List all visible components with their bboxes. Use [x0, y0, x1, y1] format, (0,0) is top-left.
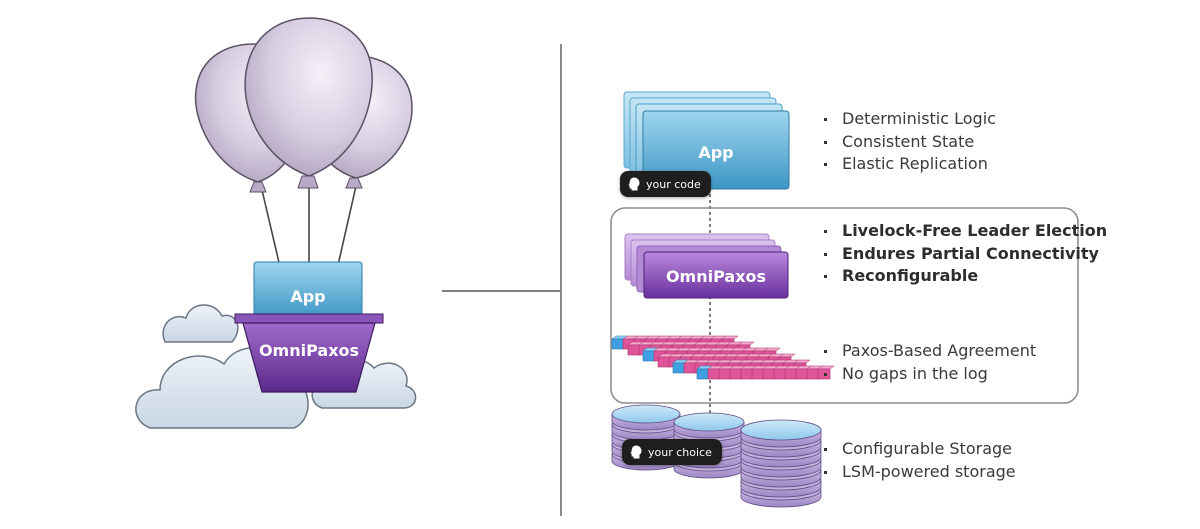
replicated-log [611, 335, 835, 380]
disk-platter-top [740, 419, 822, 441]
feature-item: No gaps in the log [822, 363, 1036, 386]
cloud-left-small [162, 304, 239, 343]
log-entry-cube [672, 362, 686, 374]
feature-item: Reconfigurable [822, 265, 1107, 288]
feature-item: Livelock-Free Leader Election [822, 220, 1107, 243]
app-stack-label: App [698, 143, 733, 162]
storage-features: Configurable Storage LSM-powered storage [822, 438, 1016, 483]
omnipaxos-stack-label: OmniPaxos [666, 267, 766, 286]
log-entry-cube [718, 368, 732, 380]
feature-item: LSM-powered storage [822, 461, 1016, 484]
log-entry-cube [795, 368, 809, 380]
log-entry-cube [657, 356, 671, 368]
log-entry-cube [611, 338, 625, 350]
balloon-center [244, 17, 373, 189]
feature-item: Elastic Replication [822, 153, 996, 176]
log-entry-cube [729, 368, 743, 380]
log-entry-cube [683, 362, 697, 374]
disk-platter-top [673, 412, 745, 432]
disk-platter-top [611, 404, 681, 424]
log-entry-cube [806, 368, 820, 380]
log-entry-cube [642, 350, 656, 362]
log-entry-cube [784, 368, 798, 380]
feature-item: Configurable Storage [822, 438, 1016, 461]
balloon-basket: OmniPaxos [234, 313, 384, 393]
your-choice-tag: your choice [622, 439, 722, 465]
app-stack: App [623, 91, 790, 190]
feature-item: Deterministic Logic [822, 108, 996, 131]
app-features: Deterministic Logic Consistent State Ela… [822, 108, 996, 176]
feature-item: Consistent State [822, 131, 996, 154]
head-icon [630, 445, 642, 459]
log-entry-cube [751, 368, 765, 380]
omnipaxos-container [610, 207, 1079, 404]
feature-item: Paxos-Based Agreement [822, 340, 1036, 363]
feature-item: Endures Partial Connectivity [822, 243, 1107, 266]
log-entry-cube [696, 368, 710, 380]
log-features: Paxos-Based Agreement No gaps in the log [822, 340, 1036, 385]
log-entry-cube [740, 368, 754, 380]
omnipaxos-features: Livelock-Free Leader Election Endures Pa… [822, 220, 1107, 288]
omnipaxos-stack: OmniPaxos [624, 233, 789, 299]
log-entry-cube [627, 344, 641, 356]
log-entry-cube [773, 368, 787, 380]
log-entry-cube [707, 368, 721, 380]
balloon-basket-label: OmniPaxos [259, 341, 359, 360]
balloon-app-label: App [290, 287, 325, 306]
log-entry-cube [817, 368, 831, 380]
your-code-tag: your code [620, 171, 711, 197]
head-icon [628, 177, 640, 191]
log-entry-cube [762, 368, 776, 380]
disk-stack [740, 419, 822, 508]
your-choice-text: your choice [648, 445, 712, 459]
your-code-text: your code [646, 177, 701, 191]
balloon-app-box: App [253, 261, 363, 319]
